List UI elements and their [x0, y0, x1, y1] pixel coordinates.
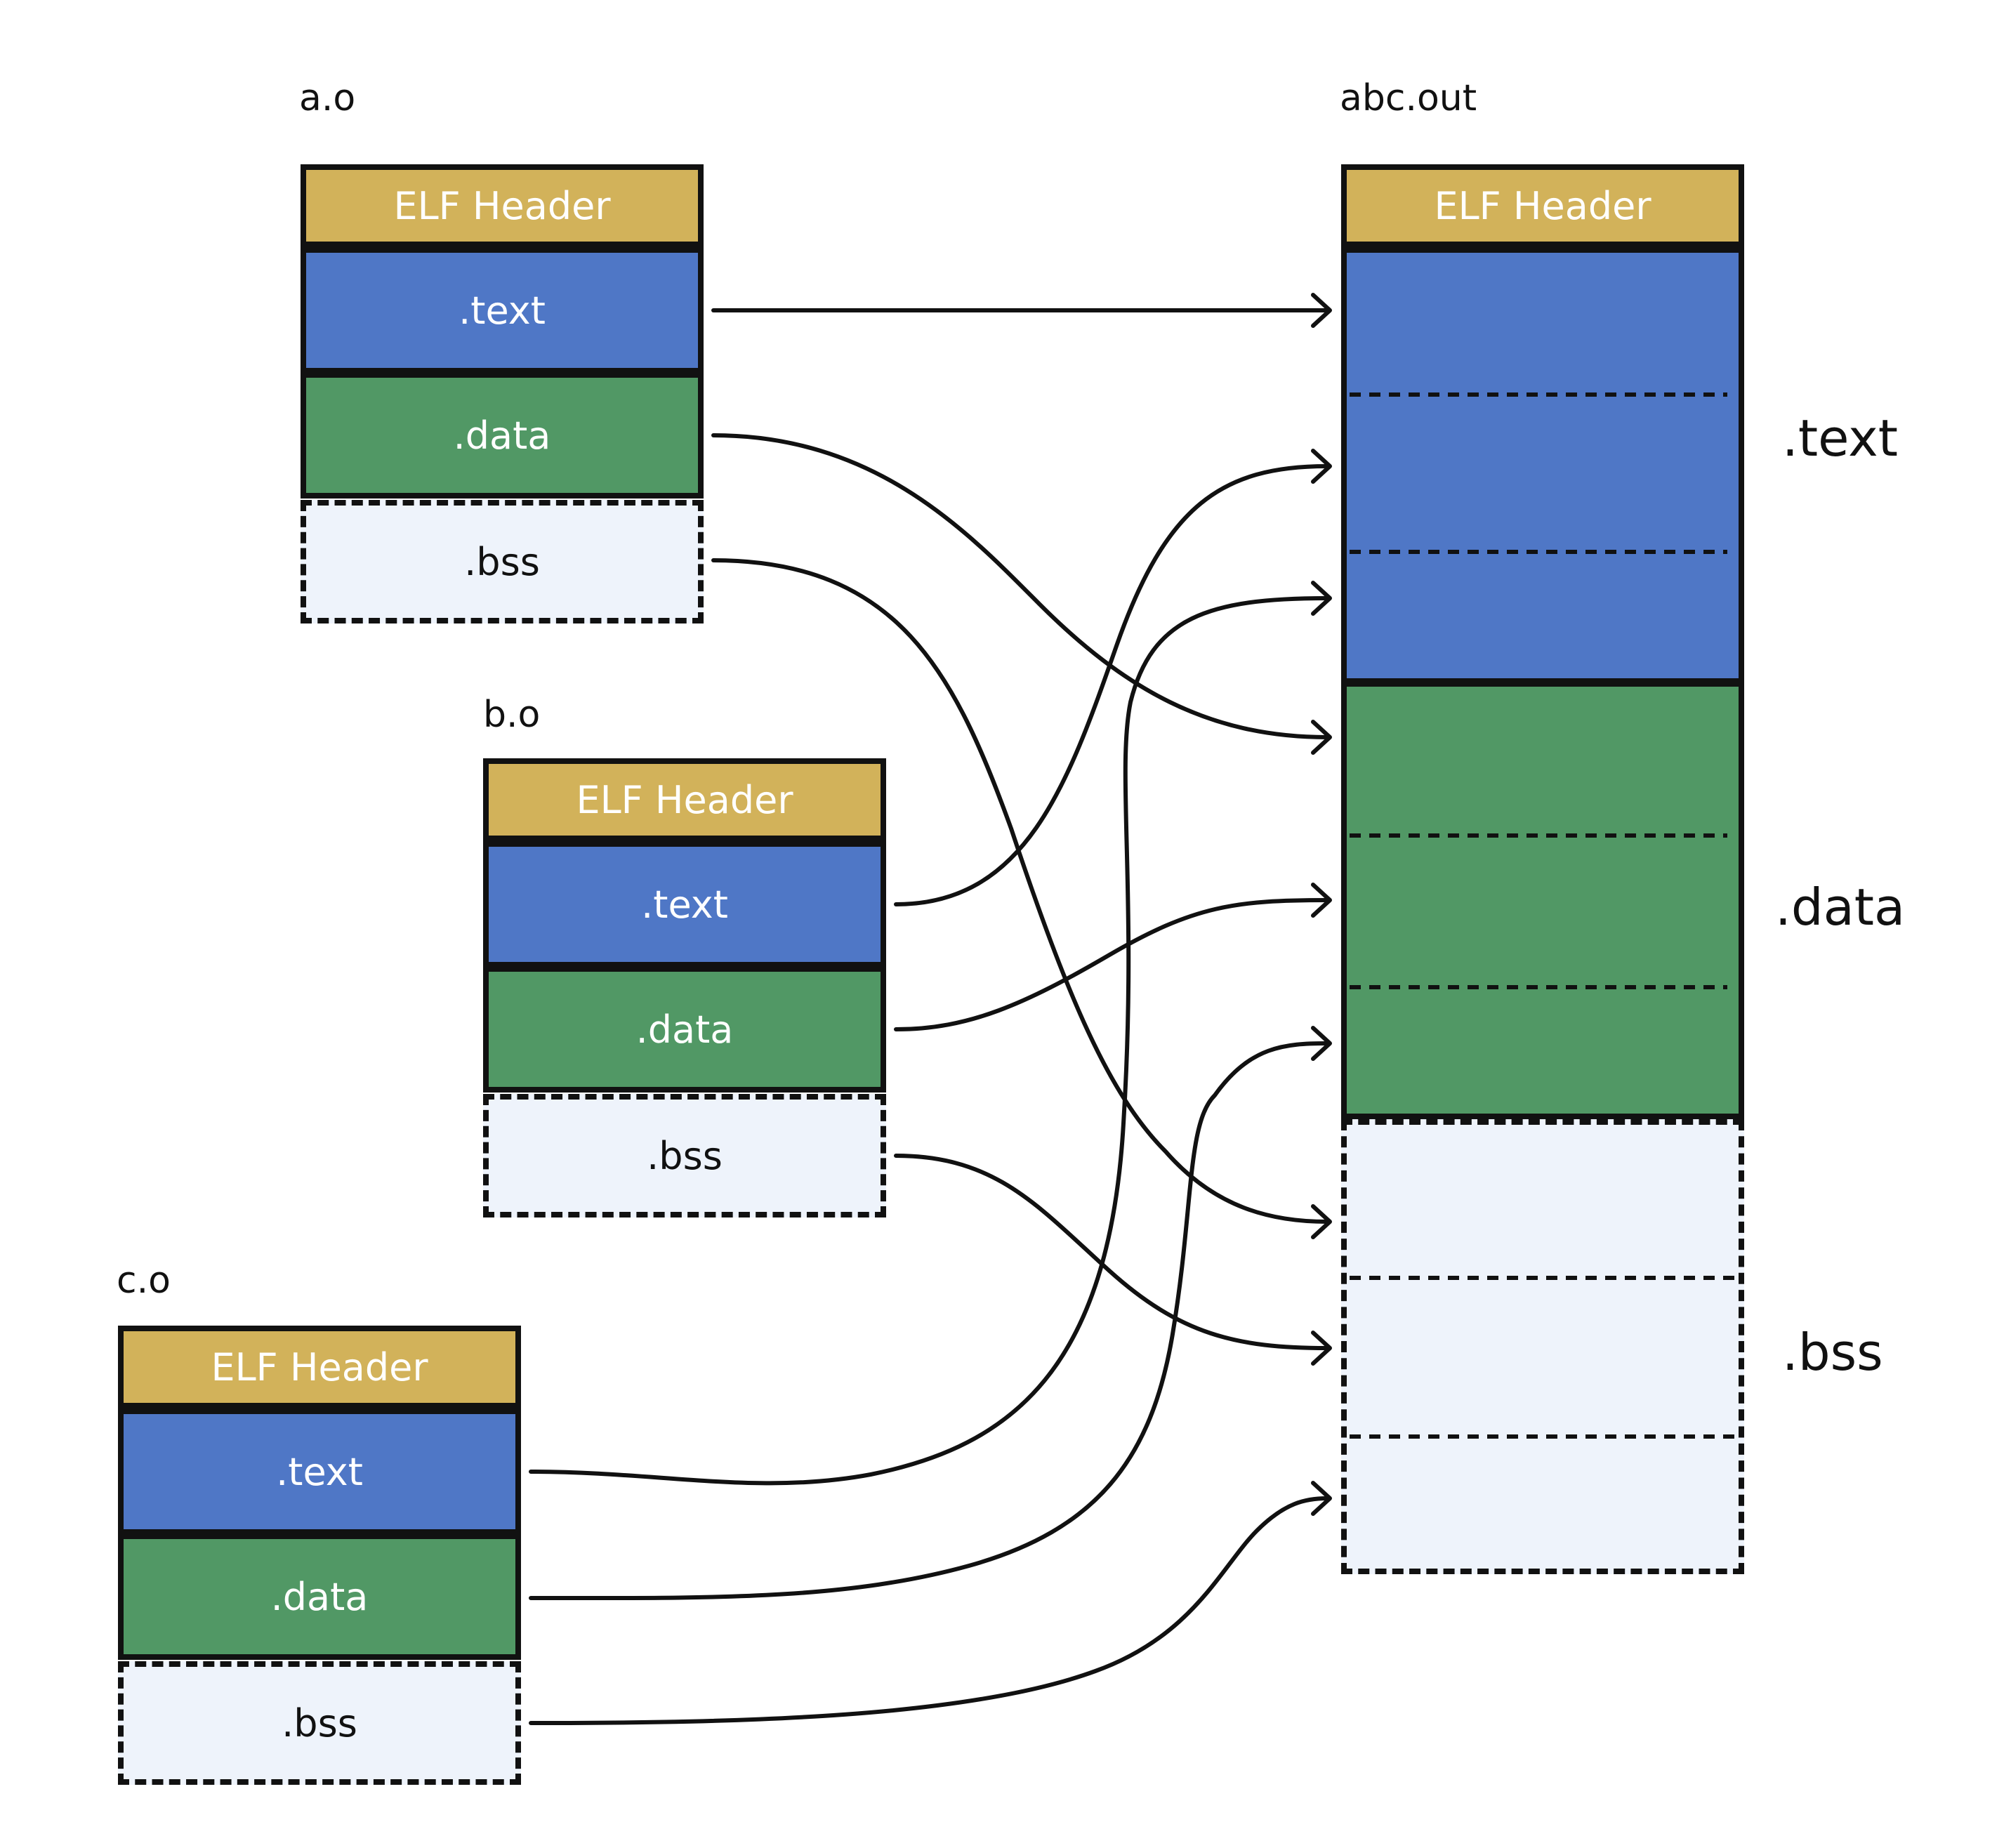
- b-bss-label: .bss: [647, 1133, 723, 1178]
- arrow-c-bss: [529, 1496, 1329, 1725]
- c-elf-header: ELF Header: [118, 1326, 521, 1408]
- c-bss-section: .bss: [118, 1661, 521, 1785]
- arrow-c-text: [529, 596, 1329, 1486]
- out-bss-label: .bss: [1782, 1323, 1883, 1382]
- output-file-name: abc.out: [1340, 77, 1477, 119]
- c-data-label: .data: [270, 1574, 369, 1619]
- b-bss-section: .bss: [483, 1094, 886, 1217]
- b-elf-header: ELF Header: [483, 758, 886, 841]
- arrowhead-a-data: [1311, 720, 1332, 755]
- out-data-section: [1341, 681, 1744, 1119]
- arrow-a-data: [711, 433, 1329, 739]
- arrowhead-b-data: [1311, 883, 1332, 918]
- arrow-b-data: [894, 898, 1329, 1031]
- b-text-label: .text: [641, 882, 728, 927]
- object-file-name-a: a.o: [299, 77, 356, 119]
- c-text-section: .text: [118, 1408, 521, 1535]
- arrowhead-c-data: [1311, 1026, 1332, 1061]
- arrowhead-b-text: [1311, 449, 1332, 484]
- c-bss-label: .bss: [282, 1701, 357, 1745]
- b-data-section: .data: [483, 966, 886, 1093]
- object-file-name-c: c.o: [117, 1260, 171, 1302]
- a-elf-header-label: ELF Header: [393, 183, 611, 228]
- arrow-b-bss: [894, 1154, 1329, 1350]
- out-text-section: [1341, 247, 1744, 684]
- c-elf-header-label: ELF Header: [211, 1345, 428, 1390]
- arrow-a-bss: [711, 558, 1329, 1224]
- arrowhead-a-bss: [1311, 1204, 1332, 1239]
- arrow-b-text: [894, 464, 1329, 906]
- a-data-section: .data: [301, 372, 704, 499]
- a-bss-section: .bss: [301, 500, 704, 623]
- arrowhead-c-bss: [1311, 1481, 1332, 1516]
- b-text-section: .text: [483, 841, 886, 968]
- b-data-label: .data: [635, 1007, 734, 1052]
- out-elf-header: ELF Header: [1341, 164, 1744, 247]
- b-elf-header-label: ELF Header: [576, 777, 793, 822]
- a-text-section: .text: [301, 247, 704, 374]
- a-elf-header: ELF Header: [301, 164, 704, 247]
- out-data-label: .data: [1775, 878, 1906, 937]
- c-data-section: .data: [118, 1533, 521, 1660]
- a-text-label: .text: [459, 288, 546, 333]
- out-elf-header-label: ELF Header: [1434, 183, 1651, 228]
- arrowhead-b-bss: [1311, 1331, 1332, 1366]
- object-file-name-b: b.o: [483, 694, 541, 736]
- a-bss-label: .bss: [464, 539, 540, 584]
- arrow-c-data: [529, 1041, 1329, 1601]
- a-data-label: .data: [453, 413, 551, 458]
- arrowhead-a-text: [1311, 293, 1332, 328]
- out-text-label: .text: [1782, 409, 1898, 468]
- out-bss-section: [1341, 1119, 1744, 1574]
- c-text-label: .text: [276, 1449, 363, 1494]
- arrowhead-c-text: [1311, 581, 1332, 616]
